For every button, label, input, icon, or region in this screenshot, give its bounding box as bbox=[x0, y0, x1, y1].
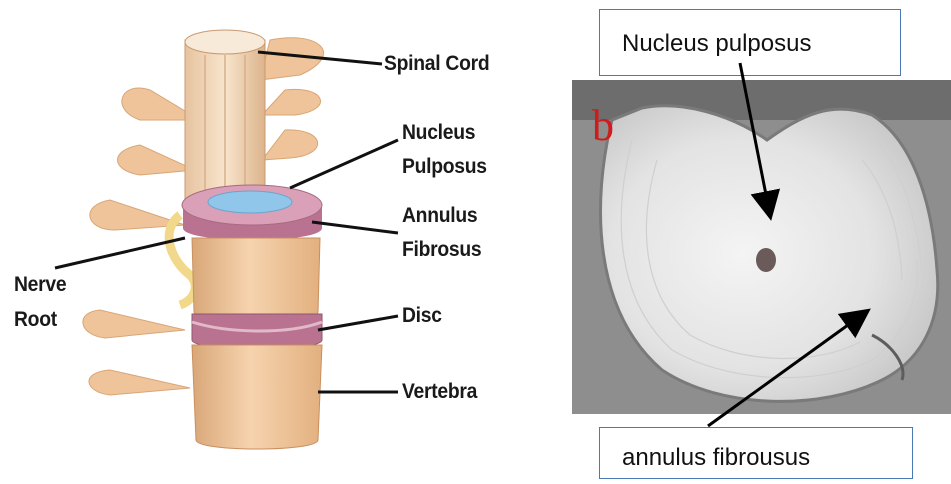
upper-disc bbox=[182, 185, 322, 240]
callout-annulus-fibrousus-text: annulus fibrousus bbox=[622, 444, 810, 471]
panel-letter: b bbox=[592, 104, 614, 148]
callout-annulus-fibrousus: annulus fibrousus bbox=[599, 427, 913, 479]
label-annulus-fibrosus-line1: Annulus bbox=[402, 204, 477, 228]
upper-vertebra bbox=[192, 238, 320, 320]
disc-photo-drawing bbox=[572, 80, 951, 414]
spine-anatomy-diagram: Spinal Cord Nucleus Pulposus Annulus Fib… bbox=[0, 0, 540, 479]
label-vertebra: Vertebra bbox=[402, 380, 477, 404]
label-nucleus-pulposus-line1: Nucleus bbox=[402, 121, 475, 145]
callout-nucleus-pulposus-text: Nucleus pulposus bbox=[622, 30, 811, 57]
callout-nucleus-pulposus: Nucleus pulposus bbox=[599, 9, 901, 76]
label-annulus-fibrosus-line2: Fibrosus bbox=[402, 238, 481, 262]
label-spinal-cord: Spinal Cord bbox=[384, 52, 489, 76]
posterior-processes bbox=[83, 88, 200, 395]
label-nucleus-pulposus-line2: Pulposus bbox=[402, 155, 487, 179]
nucleus-spot bbox=[756, 248, 776, 272]
lower-vertebra bbox=[192, 345, 322, 449]
disc-cross-section-photo: b bbox=[572, 80, 951, 414]
label-nerve-root-line2: Root bbox=[14, 308, 57, 332]
label-disc: Disc bbox=[402, 304, 442, 328]
lower-disc bbox=[192, 314, 322, 349]
label-nerve-root-line1: Nerve bbox=[14, 273, 66, 297]
spinal-cord bbox=[185, 30, 265, 210]
